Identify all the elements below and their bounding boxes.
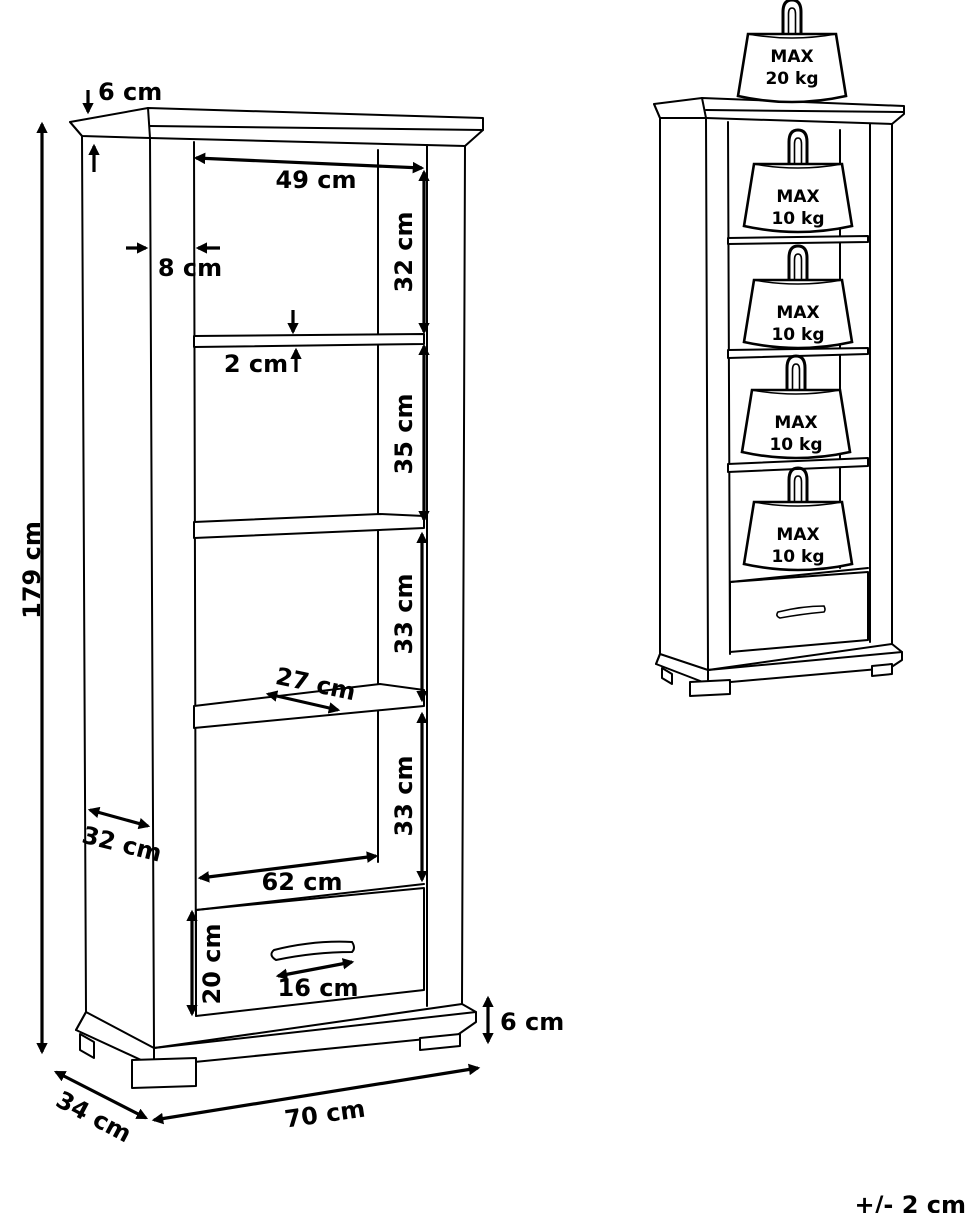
dimension-arrows <box>36 90 494 1125</box>
tolerance-label: +/- 2 cm <box>855 1191 966 1213</box>
side-thickness-label: 8 cm <box>158 254 222 282</box>
gap-2-label: 35 cm <box>390 394 418 475</box>
gap-1-label: 32 cm <box>390 212 418 293</box>
inner-width-label: 49 cm <box>276 166 357 194</box>
base-height-label: 6 cm <box>500 1008 564 1036</box>
shelf-2-max-value: 10 kg <box>771 325 824 345</box>
top-max-label: MAX <box>770 47 813 67</box>
gap-4-label: 33 cm <box>390 756 418 837</box>
gap-3-label: 33 cm <box>390 574 418 655</box>
bookcase-dimensioned <box>69 107 484 1089</box>
shelf-4-max-value: 10 kg <box>771 547 824 567</box>
dimension-labels: 6 cm 179 cm 49 cm 8 cm 2 cm 32 cm 35 cm … <box>18 78 966 1213</box>
side-depth-label: 32 cm <box>79 821 164 868</box>
top-thickness-label: 6 cm <box>98 78 162 106</box>
shelf-thickness-label: 2 cm <box>224 350 288 378</box>
drawer-height-label: 20 cm <box>198 924 226 1005</box>
load-weights: MAX 20 kg MAX 10 kg MAX 10 kg MAX 10 kg … <box>736 0 854 572</box>
shelf-1-max-value: 10 kg <box>771 209 824 229</box>
shelf-3-max-label: MAX <box>774 413 817 433</box>
top-max-value: 20 kg <box>765 69 818 89</box>
total-width-label: 70 cm <box>283 1095 367 1134</box>
shelf-3-max-value: 10 kg <box>769 435 822 455</box>
bookcase-load-view <box>653 97 905 697</box>
drawer-width-label: 62 cm <box>262 868 343 896</box>
total-height-label: 179 cm <box>18 521 46 619</box>
shelf-1-max-label: MAX <box>776 187 819 207</box>
total-depth-label: 34 cm <box>51 1086 136 1149</box>
shelf-2-max-label: MAX <box>776 303 819 323</box>
shelf-4-max-label: MAX <box>776 525 819 545</box>
handle-width-label: 16 cm <box>278 974 359 1002</box>
